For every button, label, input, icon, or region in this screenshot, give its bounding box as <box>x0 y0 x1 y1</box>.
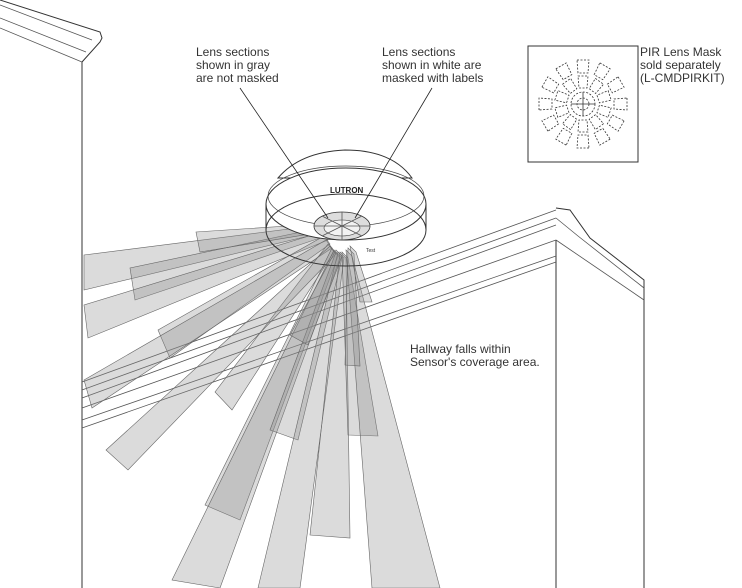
beam <box>171 249 341 588</box>
beam <box>345 249 441 588</box>
lens-mask-inset <box>527 45 639 163</box>
beam <box>344 247 361 367</box>
beam <box>349 245 373 303</box>
beam <box>289 249 343 346</box>
sensor-lens-label: Test <box>366 248 376 254</box>
coverage-beams <box>83 223 441 588</box>
beam <box>309 251 351 539</box>
callout-hallway-coverage: Hallway falls within Sensor's coverage a… <box>410 342 540 369</box>
beam <box>269 251 343 441</box>
beam <box>105 245 337 471</box>
beam <box>341 251 379 437</box>
beam <box>214 243 335 411</box>
sensor-brand-logo: LUTRON <box>330 186 364 195</box>
callout-lens-mask-kit: PIR Lens Mask sold separately (L-CMDPIRK… <box>640 45 725 85</box>
callout-unmasked-sections: Lens sections shown in gray are not mask… <box>196 45 279 85</box>
beam <box>83 239 333 409</box>
leader-lines <box>239 87 433 219</box>
callout-masked-sections: Lens sections shown in white are masked … <box>382 45 484 85</box>
beam <box>157 235 331 359</box>
room-outline <box>0 0 645 588</box>
beam <box>204 247 339 521</box>
